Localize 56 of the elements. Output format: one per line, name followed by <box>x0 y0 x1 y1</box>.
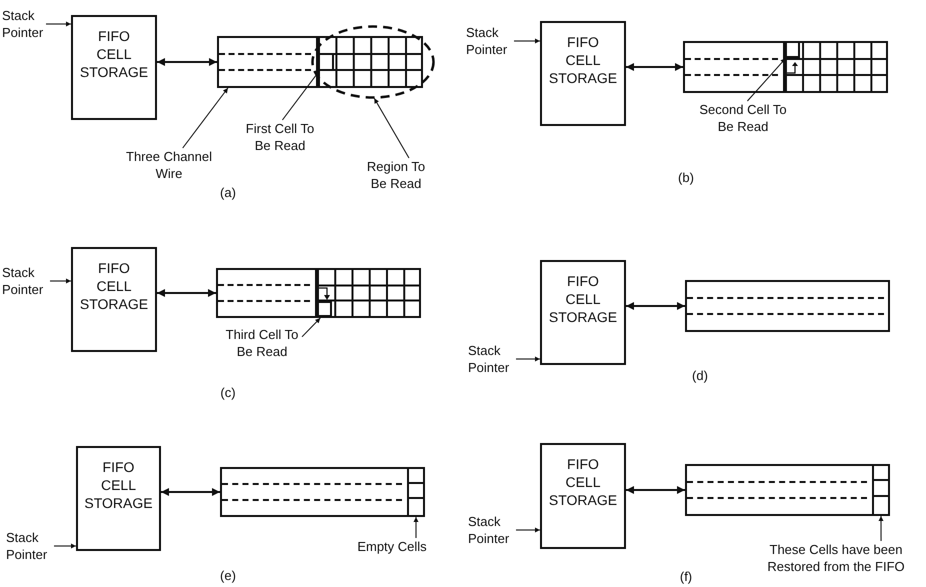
box-label: FIFO CELL STORAGE <box>548 272 618 326</box>
arrow <box>514 38 540 44</box>
panel-caption: (c) <box>219 384 237 401</box>
arrow <box>626 302 685 310</box>
box-label: FIFO CELL STORAGE <box>548 455 618 509</box>
panel-caption: (f) <box>678 568 694 585</box>
callout-text: Third Cell To Be Read <box>222 326 302 362</box>
callout-text: Empty Cells <box>344 538 440 557</box>
storage-box <box>540 21 626 126</box>
panel-caption: (a) <box>219 184 237 201</box>
pointer-label: Stack Pointer <box>466 23 514 59</box>
channel-wire <box>216 268 421 318</box>
callout-text: Second Cell To Be Read <box>699 101 787 137</box>
callout-text: Three Channel Wire <box>120 148 218 184</box>
arrow <box>157 58 217 66</box>
panel-caption: (e) <box>219 567 237 584</box>
pointer-label: Stack Pointer <box>468 512 516 548</box>
channel-wire <box>685 280 890 332</box>
leader-line <box>374 98 410 158</box>
arrow <box>161 488 220 496</box>
storage-box <box>540 260 626 365</box>
storage-box <box>71 15 157 120</box>
arrow <box>626 486 685 494</box>
arrow <box>54 544 76 548</box>
storage-box <box>76 446 161 551</box>
cell-column <box>406 466 424 516</box>
box-label: FIFO CELL STORAGE <box>80 27 148 81</box>
channel-wire <box>683 41 888 93</box>
box-label: FIFO CELL STORAGE <box>80 259 148 313</box>
callout-text: Region To Be Read <box>360 158 432 194</box>
box-label: FIFO CELL STORAGE <box>548 33 618 87</box>
channel-wire <box>217 36 423 88</box>
arrow <box>46 22 72 26</box>
storage-box <box>540 443 626 549</box>
arrow <box>626 63 683 71</box>
callout-text: These Cells have been Restored from the FIFO <box>748 541 924 581</box>
panel-caption: (d) <box>691 367 709 384</box>
channel-wire <box>685 464 890 516</box>
pointer-label: Stack Pointer <box>2 6 46 42</box>
storage-box <box>71 247 157 352</box>
channel-wire <box>220 467 425 517</box>
leader-line <box>414 516 418 538</box>
panel-caption: (b) <box>677 169 695 186</box>
pointer-label: Stack Pointer <box>468 341 516 377</box>
box-label: FIFO CELL STORAGE <box>84 458 153 512</box>
pointer-label: Stack Pointer <box>2 263 50 299</box>
cell-column <box>872 464 890 516</box>
arrow <box>50 278 72 284</box>
leader-line <box>878 516 884 542</box>
arrow <box>516 528 540 532</box>
pointer-label: Stack Pointer <box>6 528 54 564</box>
arrow <box>516 356 540 362</box>
leader-line <box>182 88 228 148</box>
leader-line <box>302 318 321 338</box>
callout-text: First Cell To Be Read <box>240 120 320 156</box>
arrow <box>157 289 216 297</box>
